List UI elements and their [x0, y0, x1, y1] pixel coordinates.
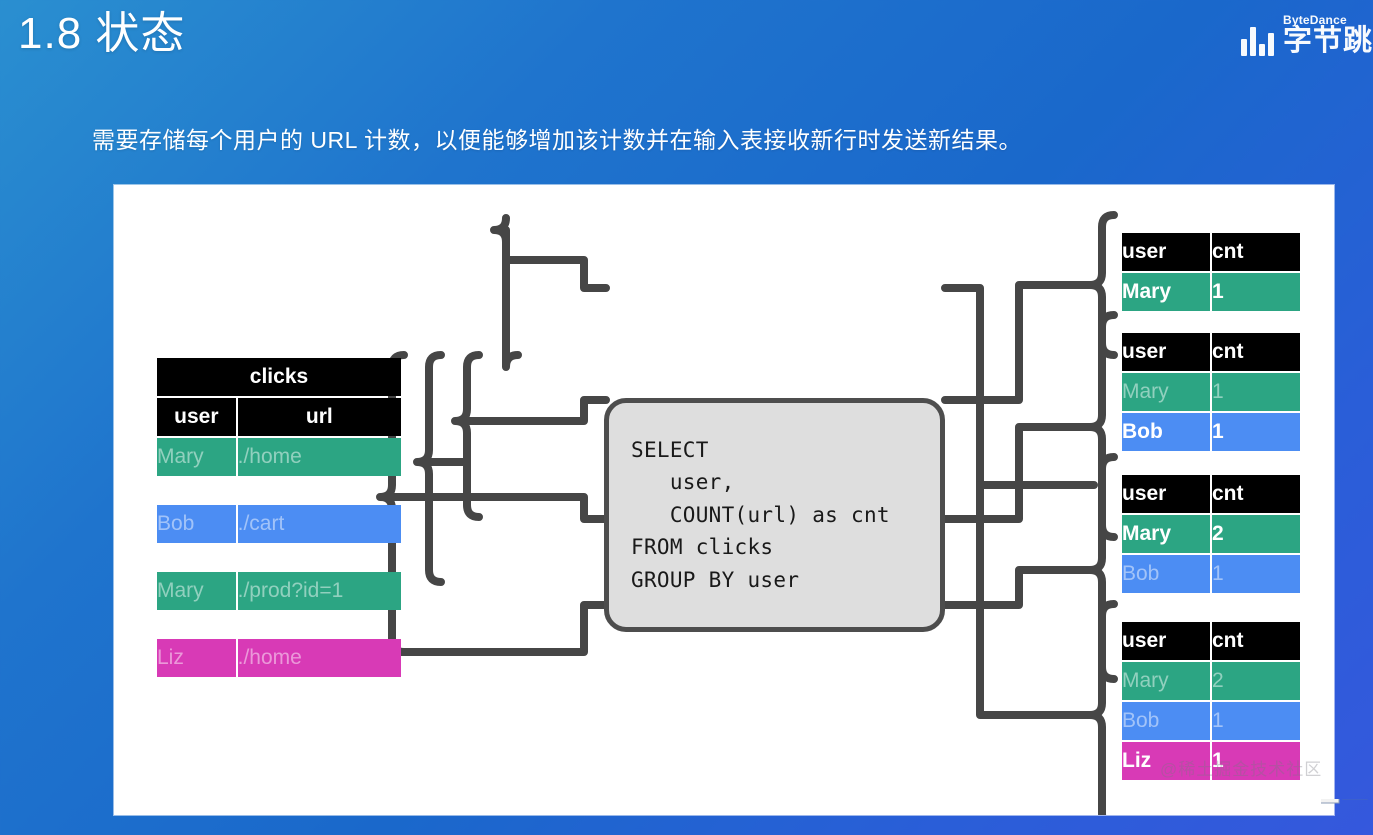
column-header-user: user [1122, 233, 1210, 271]
table-row: Mary ./home [157, 438, 401, 476]
table-header-row: user url [157, 398, 401, 436]
clicks-table-title: clicks [157, 358, 401, 396]
table-row: Bob 1 [1122, 702, 1300, 740]
brand-name-cn: 字节跳 [1282, 25, 1373, 57]
clicks-input-table: clicks user url Mary ./home Bob ./cart M… [155, 356, 403, 679]
result-table-2: user cnt Mary 1 Bob 1 [1120, 331, 1302, 453]
column-header-user: user [1122, 475, 1210, 513]
table-row: Bob 1 [1122, 413, 1300, 451]
column-header-cnt: cnt [1212, 233, 1300, 271]
column-header-cnt: cnt [1212, 622, 1300, 660]
slide-subtitle: 需要存储每个用户的 URL 计数，以便能够增加该计数并在输入表接收新行时发送新结… [92, 127, 1022, 153]
cell-user: Mary [157, 572, 236, 610]
table-row: Bob 1 [1122, 555, 1300, 593]
table-header-row: user cnt [1122, 333, 1300, 371]
table-row: Mary 2 [1122, 662, 1300, 700]
result-table-1: user cnt Mary 1 [1120, 231, 1302, 313]
cell-user: Mary [157, 438, 236, 476]
table-row: Mary ./prod?id=1 [157, 572, 401, 610]
table-header-row: user cnt [1122, 233, 1300, 271]
cell-user: Bob [1122, 413, 1210, 451]
cell-user: Bob [157, 505, 236, 543]
page-title: 1.8 状态 [18, 9, 186, 58]
table-header-row: user cnt [1122, 622, 1300, 660]
column-header-user: user [1122, 622, 1210, 660]
cell-user: Liz [157, 639, 236, 677]
cell-user: Bob [1122, 702, 1210, 740]
column-header-url: url [237, 398, 401, 436]
table-row: Liz ./home [157, 639, 401, 677]
column-header-cnt: cnt [1212, 475, 1300, 513]
connector-diagram [376, 211, 1118, 815]
cell-url: ./cart [237, 505, 401, 543]
cell-cnt: 1 [1212, 273, 1300, 311]
table-row: Bob ./cart [157, 505, 401, 543]
cell-cnt: 2 [1212, 662, 1300, 700]
sql-query-box: SELECT user, COUNT(url) as cnt FROM clic… [604, 398, 945, 632]
table-row: Mary 1 [1122, 373, 1300, 411]
cell-cnt: 1 [1212, 702, 1300, 740]
watermark-text: @稀土掘金技术社区 [1160, 760, 1323, 779]
table-header-row: user cnt [1122, 475, 1300, 513]
cell-user: Mary [1122, 273, 1210, 311]
cell-url: ./home [237, 639, 401, 677]
column-header-user: user [157, 398, 236, 436]
cell-url: ./home [237, 438, 401, 476]
cell-user: Mary [1122, 515, 1210, 553]
cell-url: ./prod?id=1 [237, 572, 401, 610]
row-spacer [157, 545, 401, 570]
bytedance-logo: ByteDance 字节跳 [1240, 13, 1373, 57]
table-row: Mary 2 [1122, 515, 1300, 553]
diagram-panel: clicks user url Mary ./home Bob ./cart M… [114, 185, 1334, 815]
cell-cnt: 1 [1212, 413, 1300, 451]
cell-user: Liz [1122, 742, 1210, 780]
table-row: Liz 1 [1122, 742, 1300, 780]
logo-bars-icon [1240, 26, 1274, 57]
result-table-4: user cnt Mary 2 Bob 1 Liz 1 [1120, 620, 1302, 782]
cell-cnt: 1 [1212, 373, 1300, 411]
brand-name-en: ByteDance [1282, 13, 1347, 27]
sql-query-text: SELECT user, COUNT(url) as cnt FROM clic… [631, 437, 890, 592]
cell-cnt: 2 [1212, 515, 1300, 553]
table-title-row: clicks [157, 358, 401, 396]
cell-user: Bob [1122, 555, 1210, 593]
cell-user: Mary [1122, 373, 1210, 411]
row-spacer [157, 478, 401, 503]
column-header-user: user [1122, 333, 1210, 371]
column-header-cnt: cnt [1212, 333, 1300, 371]
row-spacer [157, 612, 401, 637]
result-table-3: user cnt Mary 2 Bob 1 [1120, 473, 1302, 595]
cell-cnt: 1 [1212, 555, 1300, 593]
table-row: Mary 1 [1122, 273, 1300, 311]
player-control-edge[interactable] [1321, 799, 1373, 835]
cell-cnt: 1 [1212, 742, 1300, 780]
cell-user: Mary [1122, 662, 1210, 700]
